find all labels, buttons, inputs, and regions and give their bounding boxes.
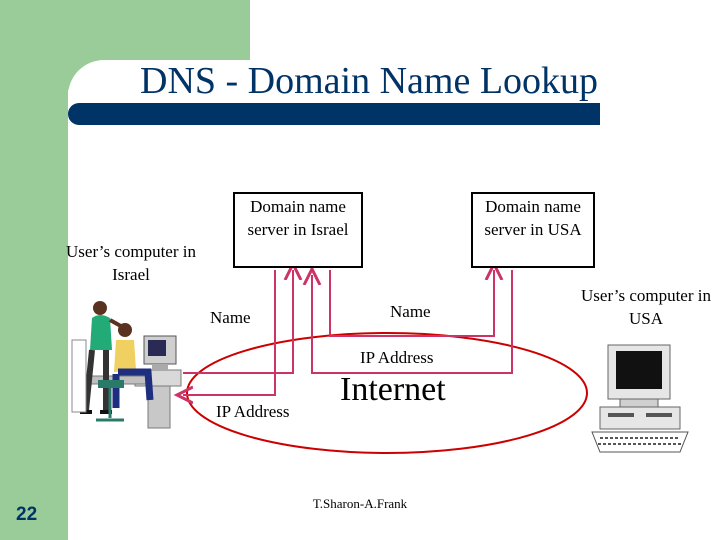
content-corner xyxy=(68,60,268,140)
user-computer-israel-label: User’s computer in Israel xyxy=(66,242,196,284)
reply-arrow-right xyxy=(312,270,513,374)
name-label-left: Name xyxy=(210,308,251,327)
reply-arrow-left xyxy=(183,270,276,395)
user-computer-usa-label: User’s computer in USA xyxy=(581,286,711,328)
internet-label: Internet xyxy=(340,371,446,408)
dns-server-israel: Domain name server in Israel xyxy=(233,192,363,268)
user-computer-israel-illustration xyxy=(71,301,182,429)
user-computer-usa-illustration xyxy=(591,344,689,453)
title-underline-bar xyxy=(68,103,600,125)
query-arrow-left xyxy=(183,270,293,374)
dns-server-israel-label: Domain name server in Israel xyxy=(247,197,349,239)
page-number: 22 xyxy=(16,504,38,525)
dns-server-usa: Domain name server in USA xyxy=(471,192,595,268)
dns-server-usa-label: Domain name server in USA xyxy=(484,197,582,239)
ip-address-label-left: IP Address xyxy=(216,402,290,421)
query-arrow-right xyxy=(329,270,494,337)
left-green-band xyxy=(0,0,68,540)
ip-address-label-right: IP Address xyxy=(360,348,434,367)
footer-author: T.Sharon-A.Frank xyxy=(312,496,408,511)
name-label-right: Name xyxy=(390,302,431,321)
slide-title: DNS - Domain Name Lookup xyxy=(140,60,599,102)
